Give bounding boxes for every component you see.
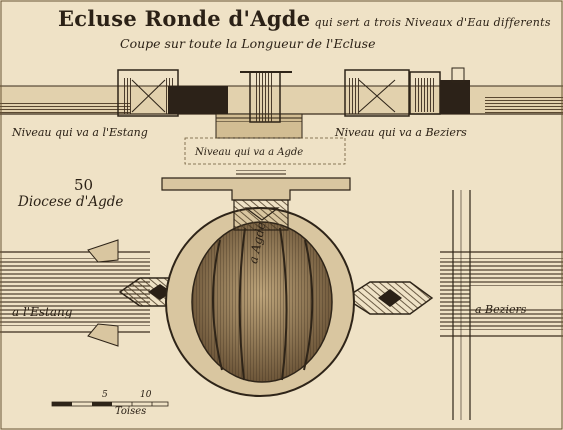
plate-number: 50: [74, 176, 94, 194]
level-label-estang: Niveau qui va a l'Estang: [12, 126, 148, 139]
level-label-agde: Niveau qui va a Agde: [195, 147, 304, 158]
left-chamber-water: [168, 86, 228, 114]
north-head-wall: [161, 177, 351, 201]
scale-tick-5: 5: [102, 390, 108, 400]
scale-unit: Toises: [115, 406, 147, 417]
canal-label-estang: a l'Estang: [12, 305, 73, 319]
right-gate-frame: [344, 69, 410, 117]
canal-label-beziers: a Beziers: [475, 303, 527, 316]
scale-tick-10: 10: [140, 390, 152, 400]
plan-view: [0, 170, 563, 420]
level-label-beziers: Niveau qui va a Beziers: [335, 126, 467, 139]
north-gate-plan: [233, 199, 289, 231]
scale-bar: [51, 401, 169, 407]
section-view: [0, 67, 563, 165]
plate-title-main: Ecluse Ronde d'Agde: [58, 6, 311, 31]
section-subtitle: Coupe sur toute la Longueur de l'Ecluse: [120, 36, 376, 51]
diocese-label: Diocese d'Agde: [18, 194, 124, 210]
plate-title-suffix: qui sert a trois Niveaux d'Eau different…: [314, 16, 551, 29]
